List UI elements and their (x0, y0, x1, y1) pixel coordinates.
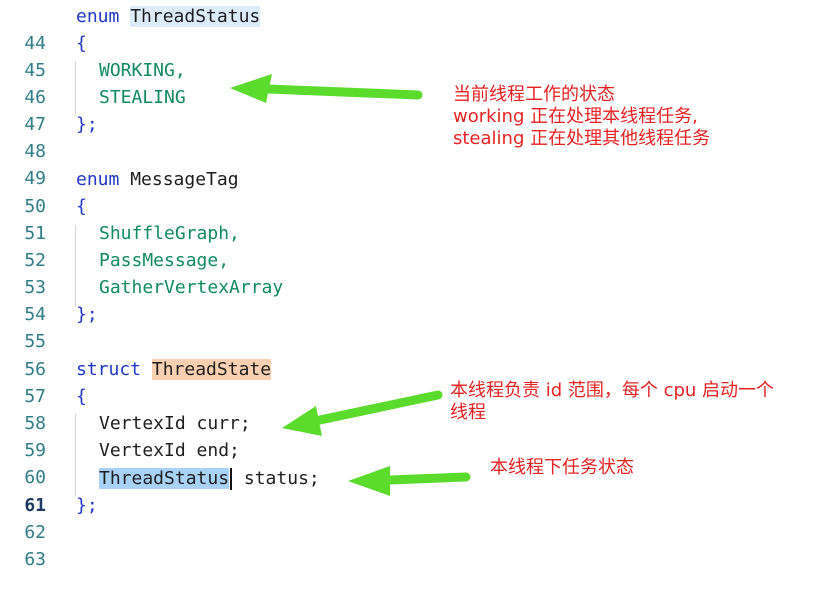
line-number-active: 61 (24, 495, 46, 516)
code-text: ThreadStatus status; (99, 465, 320, 492)
indent-guide (75, 225, 76, 307)
line-number: 62 (24, 522, 46, 543)
line-number: 51 (24, 223, 46, 244)
enum-member: GatherVertexArray (99, 277, 284, 298)
line-number: 49 (24, 168, 46, 189)
code-text: }; (76, 304, 98, 325)
line-number: 58 (24, 413, 46, 434)
code-line-55: 55 }; (0, 301, 839, 352)
line-number: 60 (24, 467, 46, 488)
type-name: ThreadState (151, 359, 272, 380)
annotation-line: 当前线程工作的状态 (453, 84, 615, 105)
keyword: enum (76, 6, 120, 27)
code-text: enum ThreadStatus (76, 3, 261, 30)
code-line-59: 59 VertexId curr; (0, 410, 839, 461)
code-line-49: 49 (0, 138, 839, 189)
type-name: MessageTag (130, 169, 239, 190)
annotation-line: 本线程负责 id 范围，每个 cpu 启动一个 (450, 380, 775, 401)
code-line-47: 47 STEALING (0, 84, 839, 135)
line-number: 44 (24, 33, 46, 54)
code-line-58: 58 { (0, 383, 839, 434)
line-number: 56 (24, 359, 46, 380)
line-number: 47 (24, 114, 46, 135)
line-number: 46 (24, 87, 46, 108)
code-line-60: 60 VertexId end; (0, 437, 839, 488)
line-number: 53 (24, 277, 46, 298)
code-editor[interactable]: 44 enum ThreadStatus 45 { 46 WORKING, 47… (0, 0, 839, 570)
code-text: }; (76, 114, 98, 135)
code-line-53: 53 PassMessage, (0, 247, 839, 298)
annotation-thread-range: 本线程负责 id 范围，每个 cpu 启动一个 线程 (450, 380, 774, 424)
annotation-thread-status: 当前线程工作的状态 working 正在处理本线程任务, stealing 正在… (453, 84, 710, 150)
enum-member: PassMessage, (99, 250, 230, 271)
code-line-52: 52 ShuffleGraph, (0, 220, 839, 271)
annotation-line: 线程 (450, 402, 486, 423)
annotation-line: working 正在处理本线程任务, (453, 106, 698, 127)
line-number: 52 (24, 250, 46, 271)
keyword: enum (76, 169, 120, 190)
code-line-63: 63 (0, 519, 839, 570)
code-line-61: 61 ThreadStatus status; (0, 465, 839, 516)
code-text: VertexId end; (99, 440, 240, 461)
type-name: ThreadStatus (130, 6, 261, 27)
code-line-48: 48 }; (0, 111, 839, 162)
enum-member: STEALING (99, 87, 186, 108)
code-line-57: 57 struct ThreadState (0, 356, 839, 407)
code-text: { (76, 386, 87, 407)
line-number: 63 (24, 549, 46, 570)
code-line-51: 51 { (0, 193, 839, 244)
code-line-44: 44 enum ThreadStatus (0, 3, 839, 54)
enum-member: WORKING, (99, 60, 186, 81)
text-cursor (230, 468, 233, 490)
code-text: { (76, 196, 87, 217)
keyword: struct (76, 359, 142, 380)
line-number: 57 (24, 386, 46, 407)
line-number: 54 (24, 304, 46, 325)
code-line-50: 50 enum MessageTag (0, 166, 839, 217)
code-line-45: 45 { (0, 30, 839, 81)
code-text: }; (76, 495, 98, 516)
indent-guide (75, 61, 76, 115)
annotation-task-state: 本线程下任务状态 (490, 457, 634, 478)
code-text: enum MessageTag (76, 166, 239, 193)
code-line-62: 62 }; (0, 492, 839, 543)
line-number: 59 (24, 440, 46, 461)
indent-guide (75, 414, 76, 496)
type-name: ThreadStatus (99, 468, 230, 489)
annotation-line: stealing 正在处理其他线程任务 (453, 128, 711, 149)
code-line-56: 56 (0, 329, 839, 380)
code-line-54: 54 GatherVertexArray (0, 274, 839, 325)
code-text: struct ThreadState (76, 356, 272, 383)
code-text: VertexId curr; (99, 413, 251, 434)
line-number: 50 (24, 196, 46, 217)
line-number: 48 (24, 141, 46, 162)
enum-member: ShuffleGraph, (99, 223, 240, 244)
line-number: 45 (24, 60, 46, 81)
line-number: 55 (24, 331, 46, 352)
code-line-46: 46 WORKING, (0, 57, 839, 108)
code-text: { (76, 33, 87, 54)
code-text-rest: status; (233, 468, 320, 489)
